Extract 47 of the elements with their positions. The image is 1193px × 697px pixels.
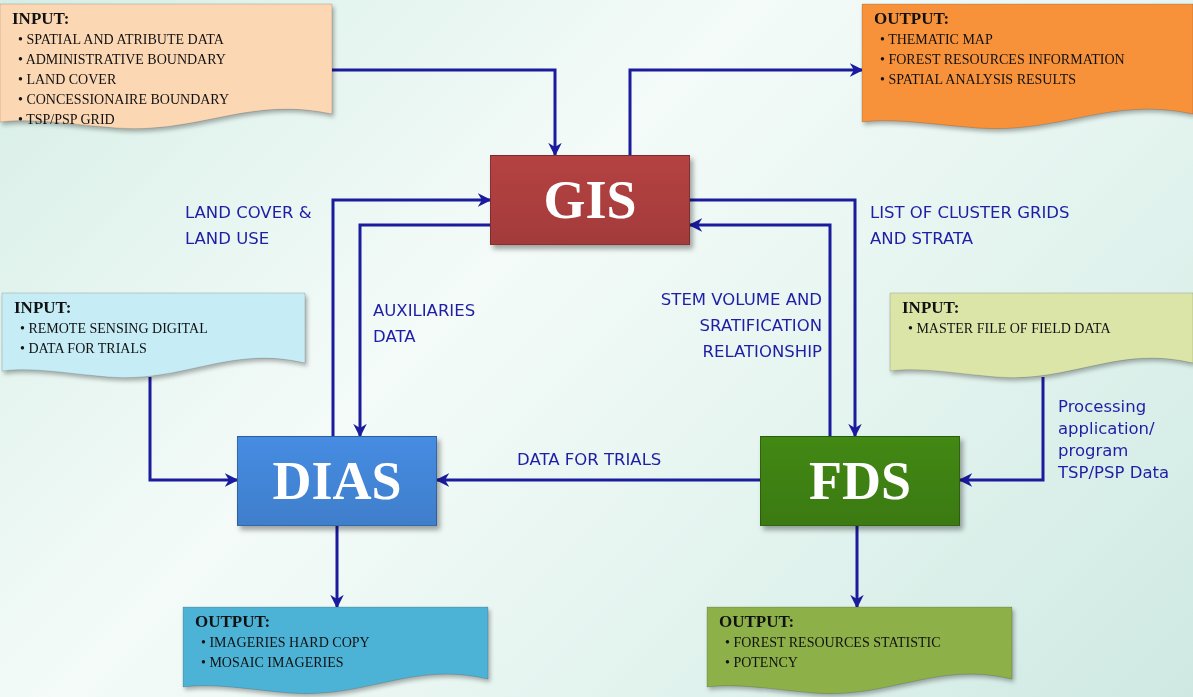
list-item: • FOREST RESOURCES INFORMATION (880, 51, 1126, 69)
document-shape (2, 293, 305, 377)
arrow (435, 473, 760, 487)
list-item: • CONCESSIONAIRE BOUNDARY (18, 91, 231, 109)
heading: OUTPUT: (874, 10, 951, 28)
heading: OUTPUT: (195, 613, 272, 631)
list-item: • SPATIAL ANALYSIS RESULTS (880, 71, 1078, 89)
arrow (330, 526, 344, 609)
arrow (628, 63, 864, 155)
document-shape (183, 607, 488, 693)
heading: OUTPUT: (719, 613, 796, 631)
list-item: • LAND COVER (18, 71, 118, 89)
arrow (353, 223, 490, 438)
edge-label: Processing application/ program TSP/PSP Data (1058, 396, 1171, 484)
arrow (850, 526, 864, 609)
list-item: • MOSAIC IMAGERIES (201, 654, 345, 672)
heading: INPUT: (14, 299, 73, 317)
process-box: GIS (490, 155, 690, 245)
list-item: • THEMATIC MAP (880, 31, 994, 49)
document-shape (707, 607, 1012, 693)
document-shape (862, 4, 1193, 128)
edge-label: AUXILIARIES DATA (373, 300, 477, 348)
arrow (148, 377, 239, 487)
arrow (688, 218, 832, 436)
list-item: • MASTER FILE OF FIELD DATA (908, 320, 1112, 338)
list-item: • IMAGERIES HARD COPY (201, 634, 371, 652)
arrow (958, 377, 1045, 487)
process-box: FDS (760, 436, 960, 526)
edge-label: DATA FOR TRIALS (517, 449, 663, 471)
edge-label: STEM VOLUME AND SRATIFICATION RELATIONSHIP (659, 289, 822, 363)
list-item: • SPATIAL AND ATRIBUTE DATA (18, 31, 225, 49)
list-item: • REMOTE SENSING DIGITAL (20, 320, 209, 338)
list-item: • ADMINISTRATIVE BOUNDARY (18, 51, 227, 69)
edge-label: LAND COVER & LAND USE (185, 202, 313, 250)
arrow (331, 193, 492, 436)
list-item: • FOREST RESOURCES STATISTIC (725, 634, 942, 652)
document-shape (0, 4, 332, 128)
edge-label: LIST OF CLUSTER GRIDS AND STRATA (870, 202, 1070, 250)
list-item: • DATA FOR TRIALS (20, 340, 148, 358)
list-item: • TSP/PSP GRID (18, 111, 116, 129)
heading: INPUT: (12, 10, 71, 28)
document-shape (890, 293, 1193, 377)
arrow (332, 68, 562, 157)
list-item: • POTENCY (725, 654, 799, 672)
process-box: DIAS (237, 436, 437, 526)
heading: INPUT: (902, 299, 961, 317)
arrow (690, 198, 862, 438)
